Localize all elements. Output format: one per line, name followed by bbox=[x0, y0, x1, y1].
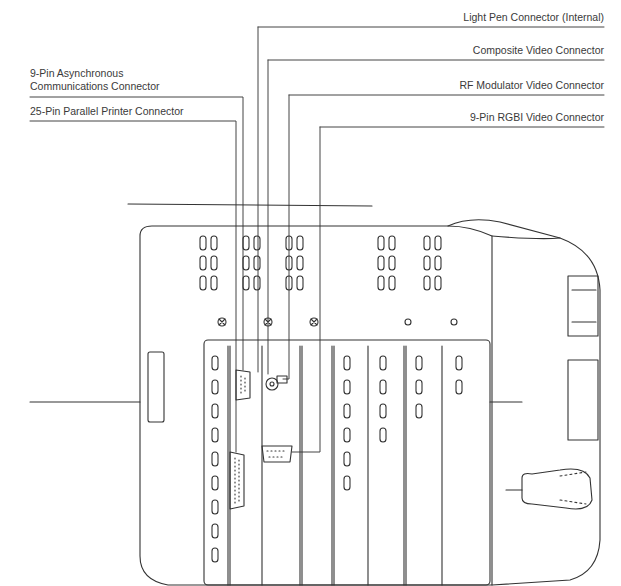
front-detail bbox=[568, 360, 598, 440]
screws bbox=[218, 318, 457, 326]
callout-label: 9-Pin RGBI Video Connector bbox=[334, 111, 604, 124]
power-switch bbox=[148, 352, 164, 422]
expansion-brackets bbox=[228, 346, 442, 585]
callout-label: 25-Pin Parallel Printer Connector bbox=[30, 105, 230, 118]
connectors bbox=[230, 370, 292, 509]
vent-slots bbox=[200, 236, 441, 290]
chassis-side-edge bbox=[492, 236, 560, 239]
callout-label: 9-Pin Asynchronous Communications Connec… bbox=[30, 67, 200, 93]
callout-label: Composite Video Connector bbox=[264, 44, 604, 57]
keyboard-plug bbox=[506, 489, 522, 490]
rear-housing bbox=[140, 226, 492, 585]
keyboard-plug bbox=[522, 469, 592, 509]
front-detail bbox=[568, 276, 598, 336]
callout-label: RF Modulator Video Connector bbox=[304, 79, 604, 92]
chassis-side bbox=[448, 220, 600, 585]
expansion-panel bbox=[204, 340, 490, 585]
callout-label: Light Pen Connector (Internal) bbox=[264, 11, 604, 24]
keyboard-plug bbox=[560, 472, 586, 504]
power-cord bbox=[30, 401, 522, 402]
cover-edge bbox=[128, 204, 372, 206]
leader-lines bbox=[30, 27, 604, 452]
bracket-slots bbox=[212, 356, 462, 562]
